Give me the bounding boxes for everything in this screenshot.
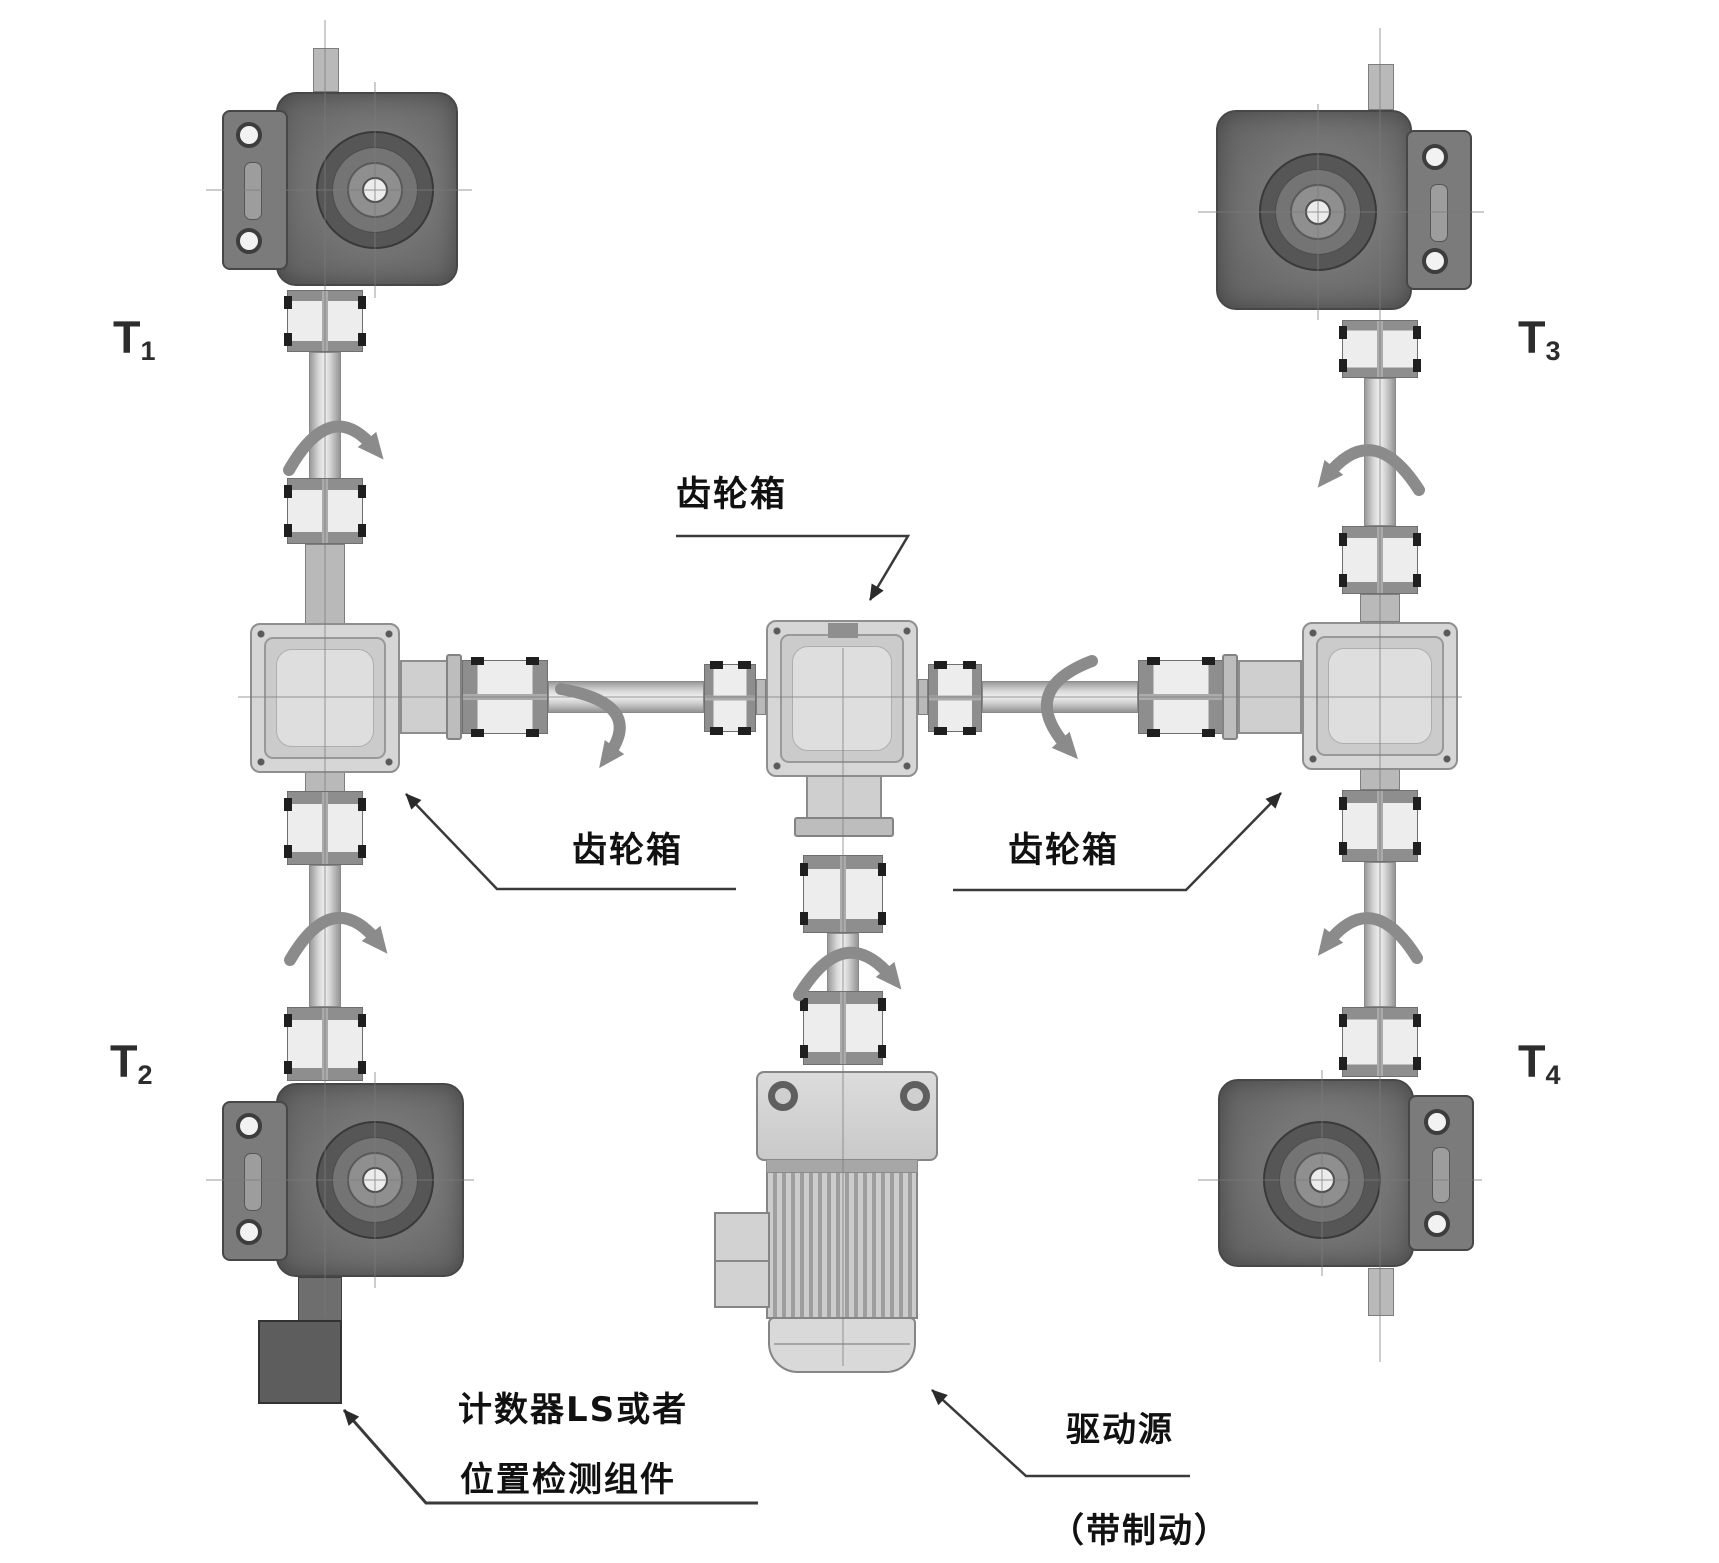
label-t4: T4 [1518, 1036, 1561, 1091]
shaft-coupling [704, 661, 756, 735]
drive-shaft [548, 681, 704, 713]
bolt-hole [236, 122, 262, 148]
t3-sub: 3 [1545, 336, 1561, 366]
flange-ring [446, 654, 462, 740]
shaft-coupling [1339, 320, 1421, 378]
leader-gearbox-top [676, 534, 911, 601]
gearbox-neck [400, 660, 448, 734]
jack-unit-t2 [220, 1081, 472, 1279]
shaft-coupling [284, 1007, 366, 1081]
drive-shaft [827, 933, 859, 993]
jack-unit-t4 [1214, 1077, 1474, 1269]
gearbox-core [1328, 648, 1432, 744]
drive-shaft [309, 352, 341, 480]
shaft-coupling [928, 661, 982, 735]
label-counter-line2: 位置检测组件 [460, 1460, 676, 1500]
gearbox-input-stub [756, 679, 766, 715]
drive-shaft [1364, 862, 1396, 1007]
gearbox-output-stub [918, 679, 928, 715]
shaft-coupling [1339, 1007, 1421, 1077]
hub-center [362, 1167, 388, 1193]
gearbox-cover [780, 634, 904, 763]
leader-gearbox-left [405, 793, 736, 891]
sensor-stem [298, 1277, 342, 1323]
motor-body-fins [766, 1159, 918, 1319]
gearbox-output-stub [305, 772, 345, 792]
gearbox-right [1302, 622, 1458, 770]
flange-slot [1430, 184, 1448, 242]
bolt-hole [1424, 1211, 1450, 1237]
gearbox-core [276, 649, 374, 747]
output-shaft-stub [1368, 64, 1394, 110]
t2-base: T [110, 1036, 138, 1087]
bolt-hole [236, 228, 262, 254]
flange-ring [1222, 654, 1238, 740]
label-drive-source-line2: （带制动） [1050, 1511, 1230, 1551]
t3-base: T [1518, 312, 1546, 363]
bolt-hole [1424, 1109, 1450, 1135]
junction-box-seam [716, 1260, 768, 1262]
output-shaft-stub [1368, 1268, 1394, 1316]
vent-plug [828, 623, 858, 638]
flange-ring [794, 817, 894, 837]
shaft-coupling [284, 290, 366, 352]
gearbox-core [792, 646, 892, 751]
t2-sub: 2 [137, 1060, 153, 1090]
shaft-coupling [284, 478, 366, 544]
t4-base: T [1518, 1036, 1546, 1087]
shaft-coupling [1339, 526, 1421, 594]
label-counter-line1: 计数器LS或者 [458, 1390, 689, 1430]
gearbox-neck [1238, 660, 1302, 734]
shaft-coupling [462, 657, 548, 737]
motor-flange [756, 1071, 938, 1161]
jack-unit-t1 [220, 90, 460, 288]
jack-unit-t3 [1212, 108, 1474, 313]
gearbox-cover [1316, 636, 1444, 756]
motor-body-band [766, 1159, 918, 1173]
bolt-hole [768, 1081, 798, 1111]
gearbox-center [766, 620, 918, 777]
flange-slot [244, 1153, 262, 1211]
bolt-hole [1422, 144, 1448, 170]
hub-center [362, 177, 388, 203]
bolt-hole [236, 1113, 262, 1139]
label-gearbox-right: 齿轮箱 [1008, 831, 1120, 871]
shaft-coupling [284, 791, 366, 865]
gearbox-input-stub [305, 544, 345, 624]
label-gearbox-left: 齿轮箱 [572, 831, 684, 871]
label-t3: T3 [1518, 312, 1561, 367]
t4-sub: 4 [1545, 1060, 1561, 1090]
label-gearbox-top: 齿轮箱 [676, 475, 788, 515]
gearbox-neck [806, 775, 882, 819]
motor-end-cap [768, 1317, 916, 1373]
label-t2: T2 [110, 1036, 153, 1091]
gearbox-left [250, 623, 400, 773]
shaft-coupling [800, 991, 886, 1065]
drive-shaft [982, 681, 1138, 713]
shaft-coupling [1339, 790, 1421, 862]
end-cap-seam [774, 1343, 910, 1345]
flange-slot [1432, 1147, 1450, 1203]
label-drive-source-line1: 驱动源 [1066, 1410, 1174, 1450]
bolt-hole [1422, 248, 1448, 274]
hub-center [1305, 199, 1331, 225]
motor-junction-box [714, 1212, 770, 1308]
bolt-hole [236, 1219, 262, 1245]
gearbox-cover [264, 637, 386, 759]
t1-sub: 1 [140, 336, 156, 366]
shaft-coupling [1138, 657, 1224, 737]
t1-base: T [113, 312, 141, 363]
drive-shaft [1364, 378, 1396, 526]
label-t1: T1 [113, 312, 156, 367]
hub-center [1309, 1167, 1335, 1193]
flange-slot [244, 162, 262, 220]
output-shaft-stub [313, 48, 339, 92]
gearbox-output-stub [1360, 768, 1400, 790]
counter-sensor-box [258, 1320, 342, 1404]
shaft-coupling [800, 855, 886, 933]
bolt-hole [900, 1081, 930, 1111]
drive-shaft [309, 865, 341, 1007]
gearbox-input-stub [1360, 594, 1400, 622]
